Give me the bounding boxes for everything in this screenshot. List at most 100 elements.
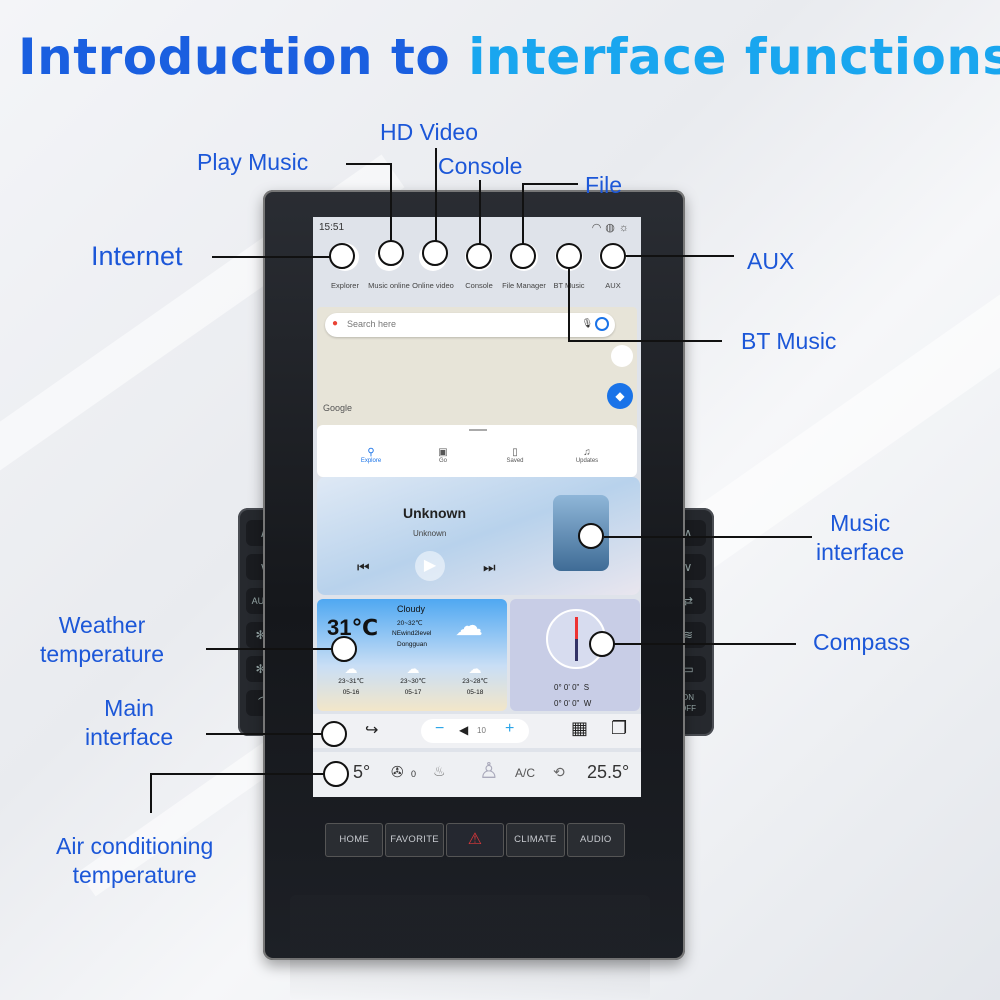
audio-button[interactable]: AUDIO xyxy=(566,823,626,857)
forecast-range: 23~31℃ xyxy=(338,678,364,685)
wifi-icon: ◠ xyxy=(591,222,606,234)
volume-up-button[interactable]: + xyxy=(505,720,515,737)
map-nav-bar: ⚲Explore ▣Go ▯Saved ♫Updates xyxy=(317,425,637,477)
callout-line xyxy=(390,163,392,243)
callout-line xyxy=(568,340,722,342)
callout-main-interface: Main interface xyxy=(85,694,173,752)
app-label: AUX xyxy=(605,281,621,290)
play-icon[interactable]: ▶ xyxy=(415,551,445,581)
forecast-icon: ☁ xyxy=(468,661,482,676)
callout-line xyxy=(614,643,796,645)
home-button[interactable]: HOME xyxy=(325,823,384,857)
notification-icon: ◍ xyxy=(605,222,619,234)
forecast-date: 05-16 xyxy=(342,689,360,696)
fan-icon[interactable]: ✇ xyxy=(391,764,404,781)
compass-lon: 0° 0' 0" W xyxy=(554,699,592,708)
callout-file: File xyxy=(585,172,623,198)
callout-line xyxy=(150,773,152,813)
on-label: ON xyxy=(682,693,694,702)
ac-label[interactable]: A/C xyxy=(515,766,536,780)
head-unit-screen: 15:51 ◠◍☼ Explorer Music online Online v… xyxy=(313,217,641,797)
play-music-marker xyxy=(378,240,404,266)
nav-label: Saved xyxy=(506,458,524,464)
callout-line xyxy=(206,733,324,735)
volume-down-button[interactable]: − xyxy=(435,720,445,737)
volume-level: 10 xyxy=(477,726,486,735)
callout-weather-temperature: Weather temperature xyxy=(40,611,164,669)
status-bar: 15:51 ◠◍☼ xyxy=(313,217,641,239)
weather-marker xyxy=(331,636,357,662)
off-label: OFF xyxy=(680,704,696,713)
left-temp[interactable]: 5° xyxy=(353,762,371,782)
favorite-button[interactable]: FAVORITE xyxy=(385,823,444,857)
title-part-2: interface functions xyxy=(468,28,1000,86)
pin-icon: ● xyxy=(332,318,339,329)
internet-marker xyxy=(329,243,355,269)
compass-card[interactable]: 0° 0' 0" S 0° 0' 0" W xyxy=(510,599,640,711)
app-label: Console xyxy=(465,281,493,290)
layers-button[interactable] xyxy=(611,345,633,367)
callout-line-2: temperature xyxy=(72,861,197,888)
forecast-day: ☁ 23~30℃ 05-17 xyxy=(393,661,433,696)
nav-go[interactable]: ▣Go xyxy=(423,447,463,464)
defrost-icon[interactable]: ♨ xyxy=(433,763,446,779)
callout-line xyxy=(568,266,570,341)
cloud-icon: ☁ xyxy=(455,610,483,641)
nav-label: Explore xyxy=(360,458,382,464)
hd-video-marker xyxy=(422,240,448,266)
go-icon: ▣ xyxy=(438,447,448,458)
seat-airflow-icon[interactable]: ♙ xyxy=(479,758,499,783)
callout-music-interface: Music interface xyxy=(816,509,904,567)
forecast-range: 23~28℃ xyxy=(462,678,488,685)
drag-handle[interactable] xyxy=(469,429,487,431)
callout-line xyxy=(479,180,481,246)
app-label: Music online xyxy=(368,281,410,290)
speaker-icon: ◀ xyxy=(459,723,469,737)
title-part-1: Introduction to xyxy=(18,28,451,86)
music-interface-marker xyxy=(578,523,604,549)
page-title: Introduction to interface functions xyxy=(18,28,1000,86)
callout-line-2: interface xyxy=(85,723,174,750)
main-interface-marker xyxy=(321,721,347,747)
callout-line xyxy=(206,648,342,650)
callout-line-1: Music xyxy=(830,510,891,536)
nav-saved[interactable]: ▯Saved xyxy=(495,447,535,464)
status-icons: ◠◍☼ xyxy=(592,221,633,234)
previous-icon[interactable]: ⏮ xyxy=(357,559,370,575)
device-reflection xyxy=(290,895,650,1000)
nav-updates[interactable]: ♫Updates xyxy=(567,447,607,464)
next-icon[interactable]: ⏭ xyxy=(483,559,496,575)
multitask-icon[interactable]: ❐ xyxy=(611,718,628,738)
navigate-button[interactable]: ◆ xyxy=(607,383,633,409)
compass-lat: 0° 0' 0" S xyxy=(554,683,590,692)
climate-button[interactable]: CLIMATE xyxy=(506,823,565,857)
map-search-input[interactable]: Search here 🎙︎ ● xyxy=(325,313,615,337)
recirculation-icon[interactable]: ⟲ xyxy=(553,764,565,780)
callout-line-1: Weather xyxy=(58,612,146,638)
callout-line xyxy=(522,183,524,245)
hazard-button[interactable]: ⚠ xyxy=(445,823,505,857)
nav-label: Updates xyxy=(575,458,599,464)
forecast-icon: ☁ xyxy=(406,661,420,676)
back-icon[interactable]: ↪ xyxy=(365,722,379,739)
volume-control: − ◀ 10 + xyxy=(421,719,529,743)
weather-card[interactable]: 31℃ Cloudy 20~32℃ NEwind2level Dongguan … xyxy=(317,599,507,711)
compass-needle-icon xyxy=(575,617,578,661)
brightness-icon: ☼ xyxy=(618,222,633,234)
account-icon[interactable] xyxy=(595,317,609,331)
ac-marker xyxy=(323,761,349,787)
app-label: File Manager xyxy=(502,281,546,290)
weather-wind: NEwind2level xyxy=(392,630,432,637)
callout-air-conditioning: Air conditioning temperature xyxy=(56,832,213,890)
callout-line xyxy=(626,255,734,257)
hardware-button-bar: HOME FAVORITE ⚠ CLIMATE AUDIO xyxy=(325,823,626,857)
compass-dial xyxy=(546,609,606,669)
main-control-bar: ↪ − ◀ 10 + ▦ ❐ xyxy=(313,714,641,748)
apps-grid-icon[interactable]: ▦ xyxy=(571,718,589,738)
updates-icon: ♫ xyxy=(583,447,591,458)
mic-icon[interactable]: 🎙︎ xyxy=(581,318,593,328)
climate-bar: 5° ✇ 0 ♨ ♙ A/C ⟲ 25.5° xyxy=(313,752,641,797)
right-temp[interactable]: 25.5° xyxy=(587,762,630,782)
nav-explore[interactable]: ⚲Explore xyxy=(351,447,391,464)
compass-marker xyxy=(589,631,615,657)
